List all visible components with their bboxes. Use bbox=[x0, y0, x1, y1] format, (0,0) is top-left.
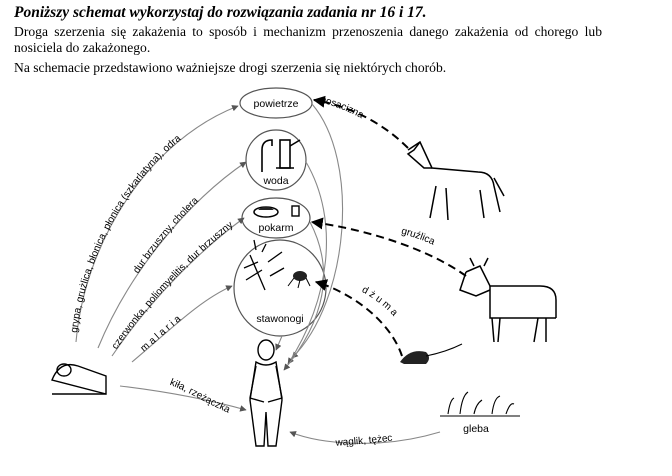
route-label-nosacizna: nosacizna bbox=[319, 94, 366, 121]
route-label-kila: kiła, rzeżączka bbox=[168, 377, 232, 416]
route-label-dzuma: d ż u m a bbox=[360, 285, 400, 319]
soil-icon bbox=[440, 392, 520, 416]
gleba-label: gleba bbox=[463, 423, 489, 435]
powietrze-label: powietrze bbox=[254, 98, 299, 110]
rat-icon bbox=[400, 344, 462, 364]
flea-icon bbox=[288, 271, 310, 288]
route-label-food: czerwonka, poliomyelitis, dur brzuszny bbox=[110, 220, 235, 352]
patient-in-bed-icon bbox=[52, 364, 106, 394]
woda-label: woda bbox=[262, 175, 288, 187]
horse-icon bbox=[408, 142, 504, 220]
mosquito-icon bbox=[244, 240, 284, 290]
water-pump-icon bbox=[262, 140, 300, 172]
food-bowl-icon bbox=[254, 206, 299, 217]
pokarm-label: pokarm bbox=[258, 222, 293, 234]
cow-icon bbox=[460, 258, 556, 342]
person-icon bbox=[250, 340, 282, 446]
stawonogi-label: stawonogi bbox=[256, 313, 303, 325]
route-label-waglik: wąglik, tężec bbox=[334, 433, 393, 449]
animal-arrows bbox=[312, 100, 466, 356]
route-label-malaria: m a l a r i a bbox=[139, 313, 184, 354]
